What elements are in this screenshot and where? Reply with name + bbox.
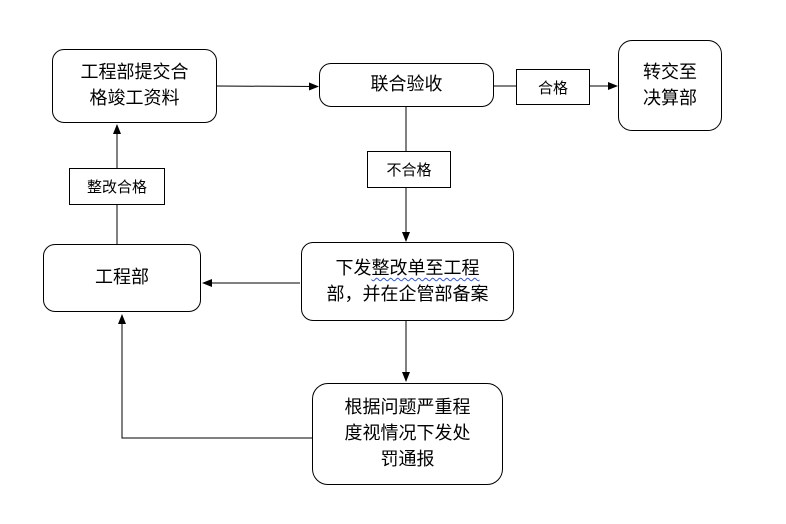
node-engineering-dept: 工程部 xyxy=(43,244,201,312)
notice-text-underlined: 整改单至工程 xyxy=(371,258,480,279)
node-transfer-settlement: 转交至 决算部 xyxy=(618,40,722,131)
node-submit-docs: 工程部提交合 格竣工资料 xyxy=(52,49,217,123)
notice-text-suffix: 部，并在企管部备案 xyxy=(326,284,489,305)
label-rectified: 整改合格 xyxy=(69,168,165,205)
notice-text-prefix: 下发 xyxy=(335,258,372,279)
node-joint-acceptance: 联合验收 xyxy=(319,63,494,107)
arrow-penalty-to-engineering xyxy=(118,314,312,439)
label-qualified: 合格 xyxy=(516,69,590,105)
label-unqualified: 不合格 xyxy=(367,151,451,188)
node-penalty-notice: 根据问题严重程 度视情况下发处 罚通报 xyxy=(312,383,503,485)
node-rectification-notice: 下发整改单至工程 部，并在企管部备案 xyxy=(301,242,514,321)
arrow-submit-to-acceptance xyxy=(216,82,319,91)
